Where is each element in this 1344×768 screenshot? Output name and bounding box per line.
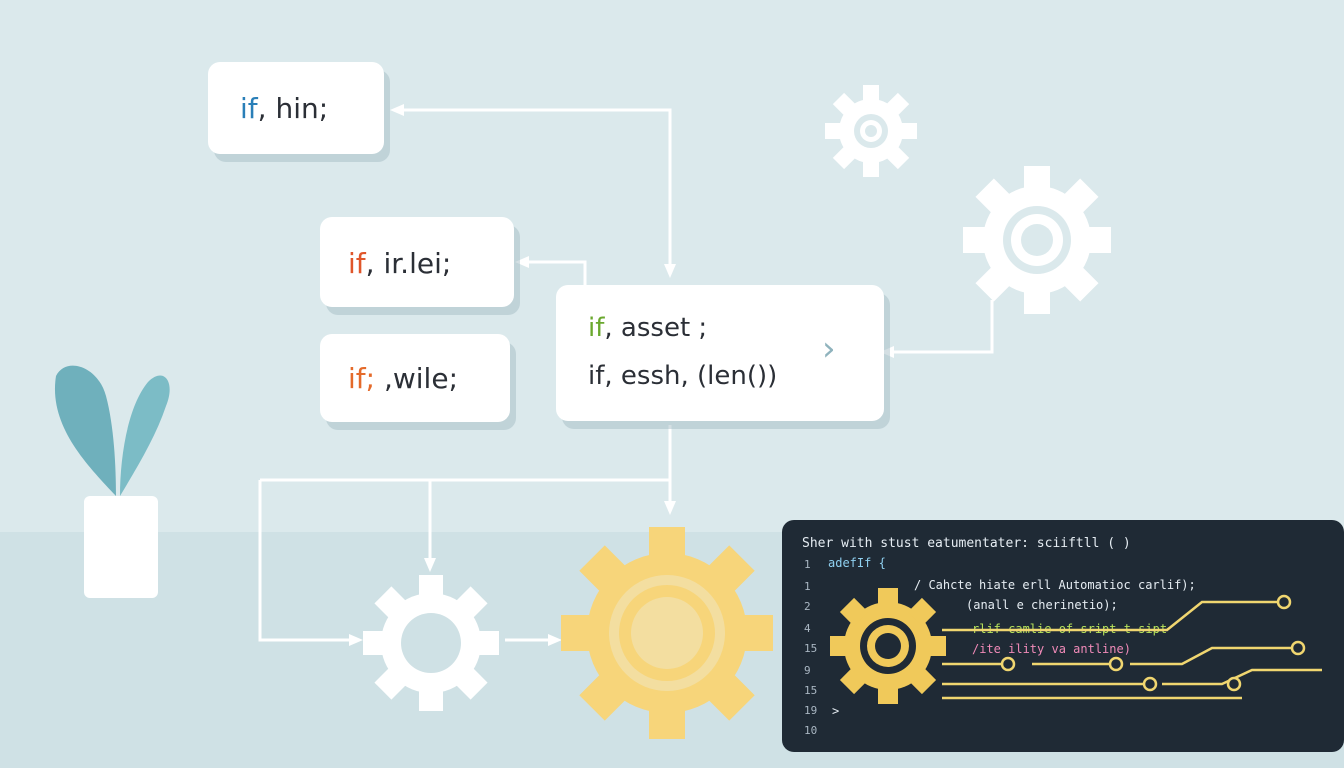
code-line: adefIf { [828,556,886,570]
keyword: if [588,313,605,343]
terminal-header: Sher with stust eatumentater: sciiftll (… [802,536,1131,551]
line-number: 4 [804,622,811,635]
line-number: 9 [804,664,811,677]
code-line-1: if, asset ; [588,313,707,343]
code-text: , ir.lei; [365,247,452,280]
code-card-main: if, asset ; if, essh, (len()) › [556,285,884,421]
gear-icon [561,527,773,739]
gear-icon [830,588,946,704]
code-card-2: if, ir.lei; [320,217,514,307]
gear-icon [963,166,1111,314]
keyword: if [348,247,366,280]
gear-icon [825,85,917,177]
line-number: 15 [804,642,818,655]
line-number: 15 [804,684,818,697]
code-text: ,wile; [375,362,458,395]
code-line: if, ir.lei; [348,247,451,280]
code-line: (anall e cherinetio); [966,598,1118,612]
code-card-1: if, hin; [208,62,384,154]
line-number: 10 [804,724,818,737]
code-line: if; ,wile; [348,362,458,395]
code-text: , asset ; [604,313,708,343]
terminal-panel: Sher with stust eatumentater: sciiftll (… [782,520,1344,752]
code-card-3: if; ,wile; [320,334,510,422]
code-line: if, hin; [240,92,328,125]
line-number: 19 [804,704,818,717]
line-number: 2 [804,600,811,613]
plant-icon [54,365,170,598]
keyword: if; [348,362,376,395]
circuit-traces [942,594,1322,700]
code-line: / Cahcte hiate erll Automatioc carlif); [914,578,1196,592]
line-number: 1 [804,558,811,571]
line-number: 1 [804,580,811,593]
prompt: > [832,704,840,718]
gear-icon [363,575,499,711]
code-line-2: if, essh, (len()) [588,361,778,391]
code-line: /ite ility va antline) [972,642,1131,656]
code-text: , hin; [257,92,329,125]
chevron-right-icon: › [822,329,836,369]
keyword: if [240,92,258,125]
